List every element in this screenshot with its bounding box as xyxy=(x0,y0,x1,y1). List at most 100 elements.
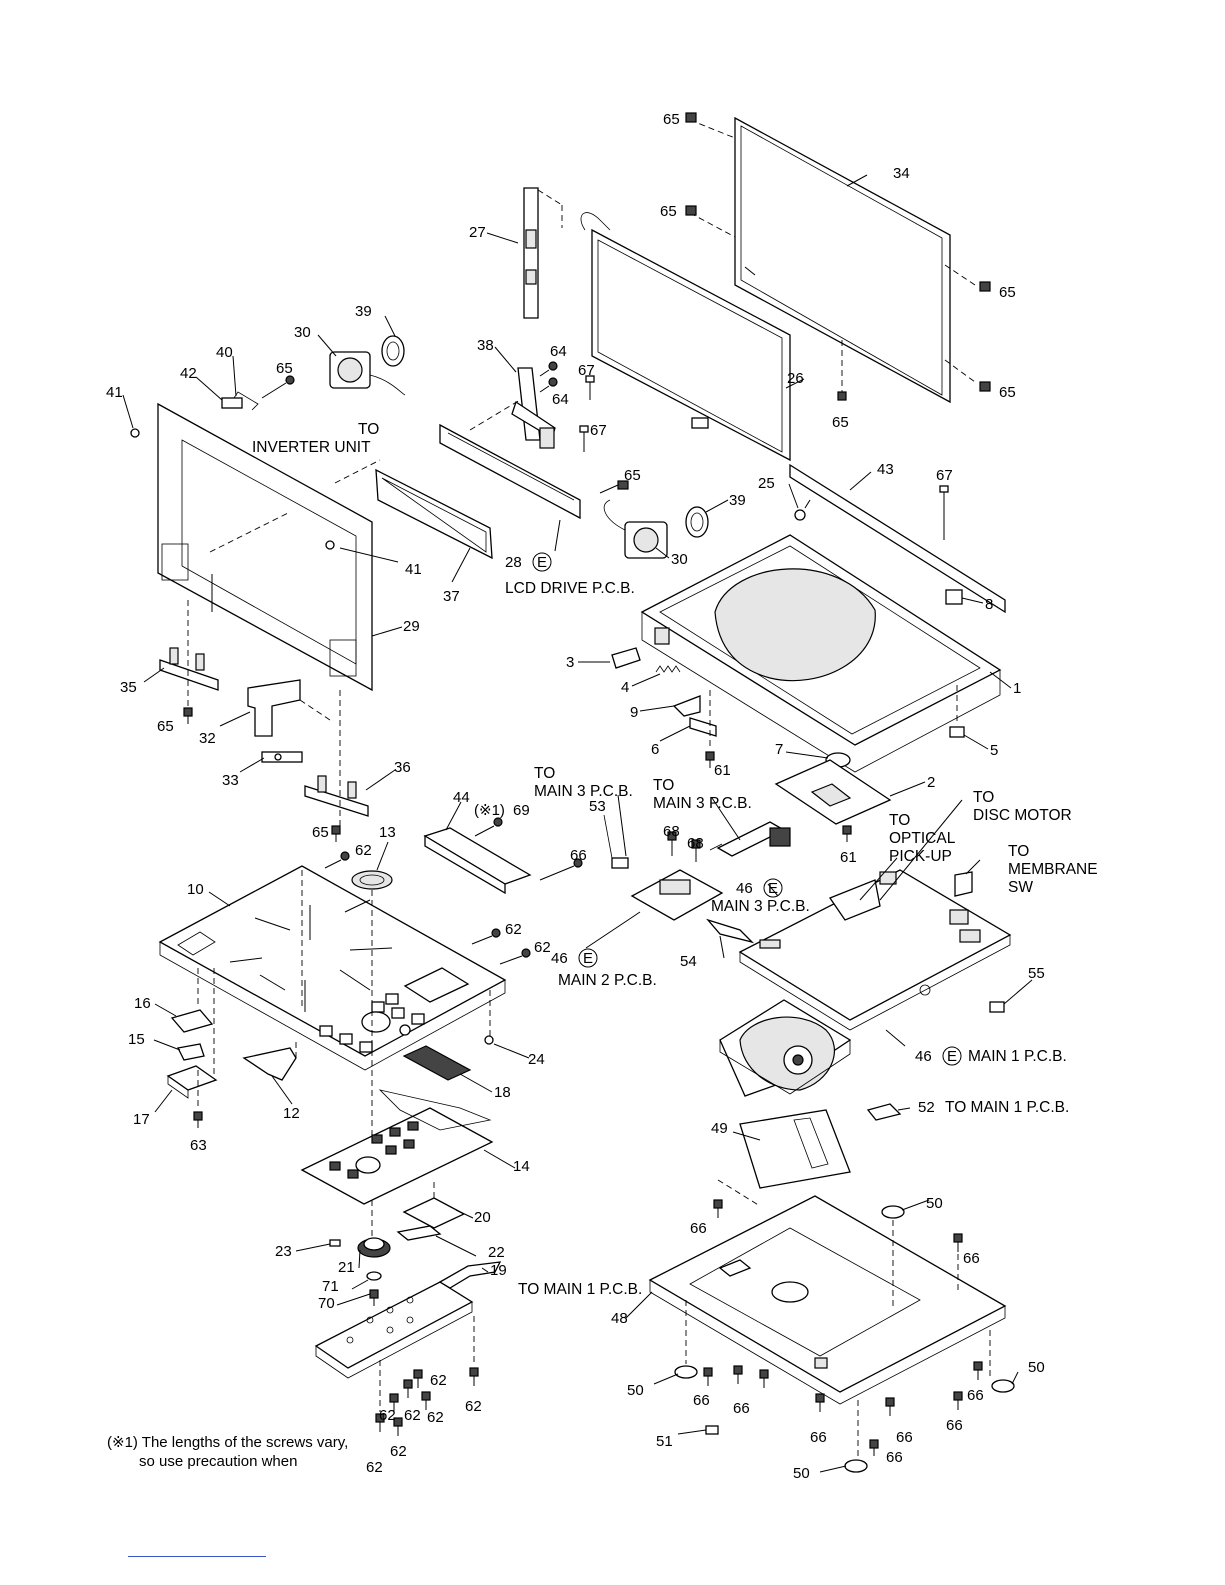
screw-66-44 xyxy=(539,858,583,881)
callout-10: 10 xyxy=(187,881,204,898)
footnote-line-2: so use precaution when xyxy=(139,1453,298,1470)
footnote-line-1: (※1) The lengths of the screws vary, xyxy=(107,1434,349,1451)
callout-54: 54 xyxy=(680,953,697,970)
callout-50-a: 50 xyxy=(926,1195,943,1212)
callout-2: 2 xyxy=(927,774,935,791)
side-rail-43 xyxy=(789,463,1006,614)
callout-32: 32 xyxy=(199,730,216,747)
label-main3-a: MAIN 3 P.C.B. xyxy=(534,783,633,800)
callout-65-h: 65 xyxy=(157,718,174,735)
callout-62-c: 62 xyxy=(534,939,551,956)
label-inverter-unit: INVERTER UNIT xyxy=(252,439,371,456)
hinge-bracket-38 xyxy=(511,367,556,449)
footer-link-underline xyxy=(128,1556,266,1557)
screw-66-c xyxy=(703,1367,713,1386)
callout-62-h: 62 xyxy=(427,1409,444,1426)
callout-23: 23 xyxy=(275,1243,292,1260)
label-to-main1-52: TO MAIN 1 P.C.B. xyxy=(945,1099,1069,1116)
callout-65-d: 65 xyxy=(999,384,1016,401)
callout-66-h: 66 xyxy=(967,1387,984,1404)
label-to-inverter: TO xyxy=(358,421,379,438)
callout-65-e: 65 xyxy=(832,414,849,431)
callout-65-a: 65 xyxy=(663,111,680,128)
hinge-cover-36 xyxy=(304,775,369,817)
callout-6: 6 xyxy=(651,741,659,758)
flex-cable-32 xyxy=(247,679,301,737)
screw-62-right1 xyxy=(471,928,501,945)
plate-6 xyxy=(689,717,717,737)
lcd-drive-pcb-28 xyxy=(439,423,581,520)
cable-52 xyxy=(866,1103,902,1121)
callout-37: 37 xyxy=(443,588,460,605)
screw-65-a xyxy=(685,112,697,123)
label-main3-b: MAIN 3 P.C.B. xyxy=(653,795,752,812)
callout-39-a: 39 xyxy=(355,303,372,320)
label-disc-motor: DISC MOTOR xyxy=(973,807,1072,824)
screw-65-d xyxy=(979,381,991,392)
callout-62-e: 62 xyxy=(465,1398,482,1415)
screw-62-top xyxy=(324,851,350,869)
callout-12: 12 xyxy=(283,1105,300,1122)
callout-62-d: 62 xyxy=(430,1372,447,1389)
cap-41-b xyxy=(325,540,335,550)
speaker-ring-39-mid xyxy=(685,506,709,538)
e-mark-main1: E xyxy=(947,1048,957,1065)
screw-65-35 xyxy=(183,707,193,724)
callout-68-a: 68 xyxy=(663,823,680,840)
callout-36: 36 xyxy=(394,759,411,776)
callout-67-c: 67 xyxy=(936,467,953,484)
foot-50-c xyxy=(991,1379,1015,1393)
main3-pcb xyxy=(709,821,791,857)
callout-64-a: 64 xyxy=(550,343,567,360)
circled-e-marks: E E E E xyxy=(532,552,962,1066)
callout-65-g: 65 xyxy=(624,467,641,484)
screw-65-36 xyxy=(331,825,341,842)
callout-15: 15 xyxy=(128,1031,145,1048)
bracket-2 xyxy=(774,759,892,825)
label-optical: OPTICAL xyxy=(889,830,956,847)
note-ref-69: (※1) xyxy=(474,802,505,819)
callout-61-a: 61 xyxy=(714,762,731,779)
callout-41-b: 41 xyxy=(405,561,422,578)
callout-34: 34 xyxy=(893,165,910,182)
upper-cabinet-1 xyxy=(640,534,1002,773)
part-23 xyxy=(329,1239,341,1247)
screw-62-g xyxy=(393,1417,403,1436)
callout-16: 16 xyxy=(134,995,151,1012)
clip-42 xyxy=(221,397,243,409)
disc-mechanism xyxy=(719,999,852,1097)
callout-66-i: 66 xyxy=(946,1417,963,1434)
part-18 xyxy=(402,1045,472,1081)
callout-8: 8 xyxy=(985,596,993,613)
callout-38: 38 xyxy=(477,337,494,354)
flat-cable-19 xyxy=(438,1261,502,1289)
callout-7: 7 xyxy=(775,741,783,758)
callout-66-a: 66 xyxy=(570,847,587,864)
e-mark-main2: E xyxy=(583,950,593,967)
callout-21: 21 xyxy=(338,1259,355,1276)
text-labels: TO INVERTER UNIT LCD DRIVE P.C.B. TO MAI… xyxy=(252,421,1098,1298)
callout-18: 18 xyxy=(494,1084,511,1101)
foot-50-a xyxy=(674,1365,698,1379)
callout-50-d: 50 xyxy=(793,1465,810,1482)
callout-19: 19 xyxy=(490,1262,507,1279)
callout-30-b: 30 xyxy=(671,551,688,568)
callout-14: 14 xyxy=(513,1158,530,1175)
callout-50-c: 50 xyxy=(1028,1359,1045,1376)
callout-13: 13 xyxy=(379,824,396,841)
screw-66-j xyxy=(869,1439,879,1456)
label-to-main3-b: TO xyxy=(653,777,674,794)
speaker-13 xyxy=(351,870,393,890)
screw-65-f xyxy=(599,480,629,494)
callout-42: 42 xyxy=(180,365,197,382)
callout-17: 17 xyxy=(133,1111,150,1128)
e-mark-main3: E xyxy=(768,880,778,897)
callout-29: 29 xyxy=(403,618,420,635)
lever-3 xyxy=(611,647,641,669)
callout-40: 40 xyxy=(216,344,233,361)
callout-1: 1 xyxy=(1013,680,1021,697)
callout-66-b: 66 xyxy=(690,1220,707,1237)
callout-25: 25 xyxy=(758,475,775,492)
screw-66-i xyxy=(953,1391,963,1410)
